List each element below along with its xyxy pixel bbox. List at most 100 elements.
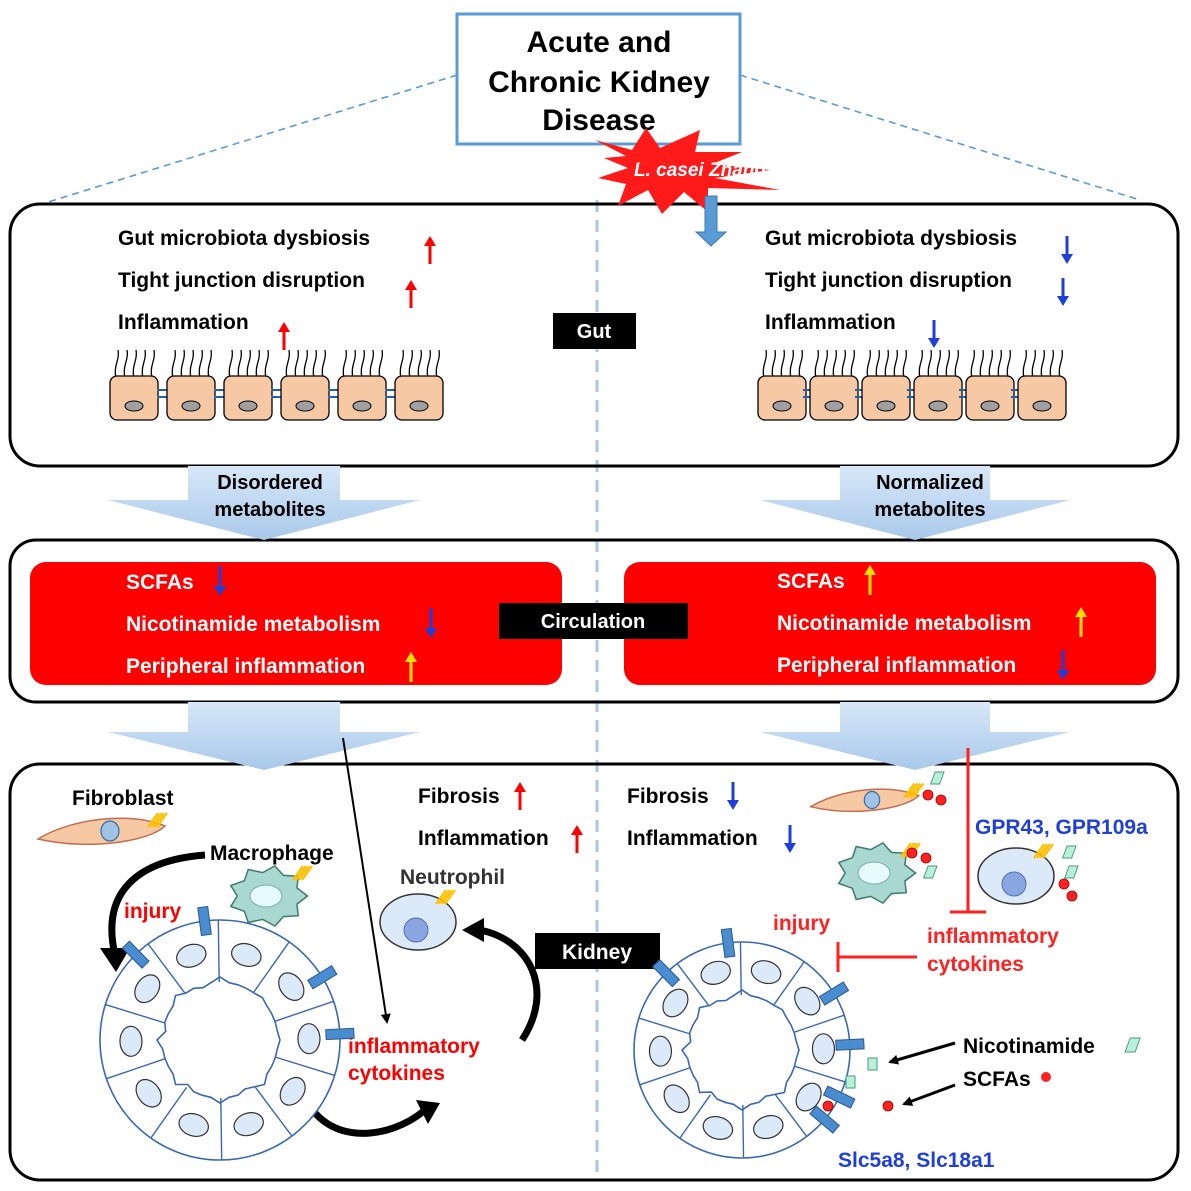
cell-nucleus	[1032, 400, 1052, 412]
tubule-cell-nucleus	[176, 943, 207, 968]
cilium	[893, 349, 899, 379]
down-arrow-icon	[425, 608, 437, 638]
cilium	[823, 349, 829, 379]
circ-left-item-2: Nicotinamide metabolism	[126, 613, 380, 636]
cell-nucleus	[124, 400, 144, 412]
receptor	[909, 782, 922, 799]
funnel-lines	[44, 74, 1141, 1180]
tubule-cell-border	[739, 942, 742, 996]
nicotinamide-molecule	[922, 865, 938, 879]
up-arrow-icon	[864, 565, 876, 595]
tubule-cell-border	[220, 1097, 223, 1160]
receptor	[903, 782, 916, 799]
tubule-cell-nucleus	[231, 942, 262, 967]
gut-left-item-3: Inflammation	[118, 311, 249, 334]
cilium	[875, 349, 881, 379]
scfa-molecule	[920, 852, 932, 864]
tubule-cell-nucleus	[753, 1114, 784, 1140]
macrophage-cell	[837, 841, 938, 905]
cell-nucleus	[824, 400, 844, 412]
cilium	[237, 349, 243, 379]
epithelial-cell	[757, 375, 807, 421]
cilium	[1022, 349, 1028, 379]
scfa-molecule	[935, 794, 947, 806]
receptor	[301, 865, 313, 881]
circulation-to-kidney-arrow-left	[108, 702, 420, 770]
cilium	[841, 349, 847, 379]
injury-label-left: injury	[124, 900, 181, 923]
scfas-label: SCFAs	[963, 1068, 1031, 1091]
tubule-cell-border	[105, 1003, 165, 1024]
receptor	[1039, 843, 1051, 859]
circ-right-item-1: SCFAs	[777, 570, 845, 593]
macrophage-cell	[229, 864, 313, 928]
receptor	[438, 889, 450, 905]
transporters-label: Slc5a8, Slc18a1	[838, 1149, 995, 1172]
fibrosis-right-label: Fibrosis	[627, 785, 709, 808]
gut-left-item-2: Tight junction disruption	[118, 269, 365, 292]
scfa-molecule	[906, 847, 918, 859]
tubule-right	[633, 927, 894, 1159]
title-box: Acute and Chronic Kidney Disease	[455, 12, 742, 146]
arrow-head	[405, 652, 417, 662]
membrane-receptor	[835, 1038, 865, 1051]
title-line-3: Disease	[542, 104, 655, 137]
neutrophil-nucleus	[1001, 871, 1027, 897]
receptor	[298, 865, 310, 881]
down-arrow-icon	[214, 566, 226, 596]
cytokines-left-line-2: cytokines	[348, 1062, 445, 1085]
circ-right-item-2: Nicotinamide metabolism	[777, 612, 1031, 635]
treatment-label: L. casei Zhang	[634, 160, 766, 181]
cytokines-left-line-1: inflammatory	[348, 1035, 480, 1058]
nicotinamide-molecule	[845, 1075, 856, 1089]
receptor	[150, 812, 162, 828]
arrowhead-icon	[100, 948, 130, 972]
epithelial-cell	[809, 375, 859, 421]
cell-nucleus	[772, 400, 792, 412]
fibroblast-nucleus	[100, 820, 120, 842]
cytokines-right-line-2: cytokines	[927, 953, 1024, 976]
tubule-cell-nucleus	[795, 1082, 822, 1112]
neutrophil-cell	[379, 889, 457, 951]
tubule-cell-nucleus	[794, 986, 821, 1016]
cilium	[780, 349, 786, 379]
tubule-cell-border	[639, 1067, 691, 1086]
up-arrow-icon	[1075, 607, 1087, 637]
tubule-cell-nucleus	[662, 988, 689, 1018]
kidney-left-side: Fibroblast Macrophage Neutrophil injury …	[36, 737, 583, 1161]
macrophage-nucleus	[857, 861, 891, 885]
receptor	[147, 812, 159, 828]
arrow-head	[424, 236, 436, 246]
cilium	[850, 349, 856, 379]
nicotinamide-molecule	[929, 771, 945, 785]
metabolite-left-line-1: Disordered	[217, 472, 323, 494]
cilium	[132, 349, 138, 379]
down-arrow-icon	[1057, 278, 1069, 306]
cell-nucleus	[295, 400, 315, 412]
cilium	[1031, 349, 1037, 379]
cilium	[814, 349, 820, 379]
cilium	[123, 349, 129, 379]
receptor	[444, 889, 456, 905]
gut-right-item-2: Tight junction disruption	[765, 269, 1012, 292]
epithelial-cell	[1017, 375, 1067, 421]
tubule-cell-nucleus	[279, 1076, 306, 1106]
curved-arrow-macrophage-to-injury	[108, 851, 206, 956]
circulation-left-box	[30, 562, 562, 685]
cilium	[228, 349, 234, 379]
neutrophil-cell	[977, 843, 1079, 905]
circ-left-item-3: Peripheral inflammation	[126, 655, 365, 678]
fibroblast-cell	[36, 812, 168, 846]
epithelial-cell	[223, 375, 273, 421]
tubule-cell-border	[106, 1058, 166, 1080]
arrow-head	[571, 825, 583, 835]
cilium	[979, 349, 985, 379]
tubule-cell-nucleus	[702, 1115, 734, 1140]
cilium	[435, 349, 441, 379]
tubule-cell-border	[217, 920, 220, 983]
curved-arrow-to-neutrophil	[479, 926, 541, 1042]
up-arrow-icon	[424, 236, 436, 264]
cilium	[789, 349, 795, 379]
nicotinamide-molecule	[867, 1057, 878, 1071]
up-arrow-icon	[514, 782, 526, 810]
